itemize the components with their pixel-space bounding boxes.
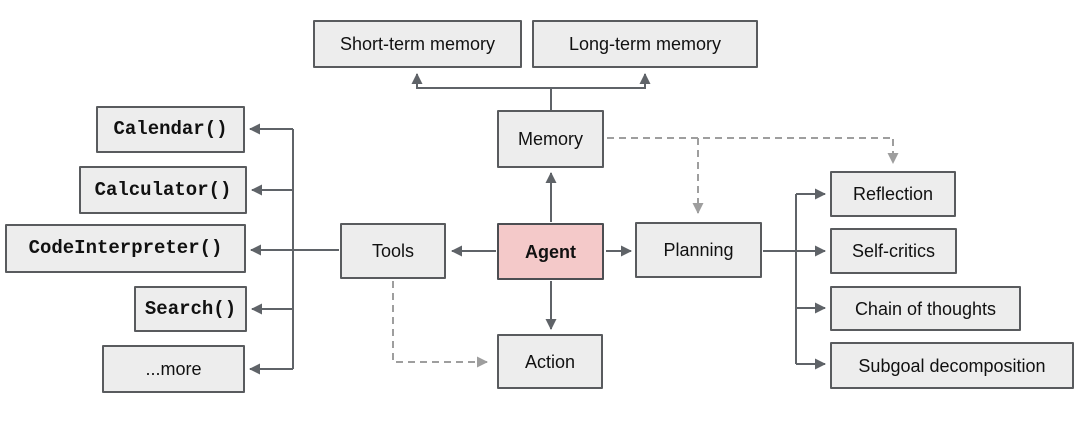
node-long-term-memory: Long-term memory	[532, 20, 758, 68]
node-short-term-memory: Short-term memory	[313, 20, 522, 68]
node-agent: Agent	[497, 223, 604, 280]
node-planning-chain-of-thoughts: Chain of thoughts	[830, 286, 1021, 331]
node-tool-more: ...more	[102, 345, 245, 393]
node-planning: Planning	[635, 222, 762, 278]
node-memory: Memory	[497, 110, 604, 168]
node-planning-selfcritics: Self-critics	[830, 228, 957, 274]
edge-dashed-tools-action	[392, 281, 488, 368]
node-planning-subgoal-decomposition: Subgoal decomposition	[830, 342, 1074, 389]
node-planning-reflection: Reflection	[830, 171, 956, 217]
node-tool-search: Search()	[134, 286, 247, 332]
node-tool-calendar: Calendar()	[96, 106, 245, 153]
node-action: Action	[497, 334, 603, 389]
node-tools: Tools	[340, 223, 446, 279]
node-tool-calculator: Calculator()	[79, 166, 247, 214]
node-tool-codeinterpreter: CodeInterpreter()	[5, 224, 246, 273]
